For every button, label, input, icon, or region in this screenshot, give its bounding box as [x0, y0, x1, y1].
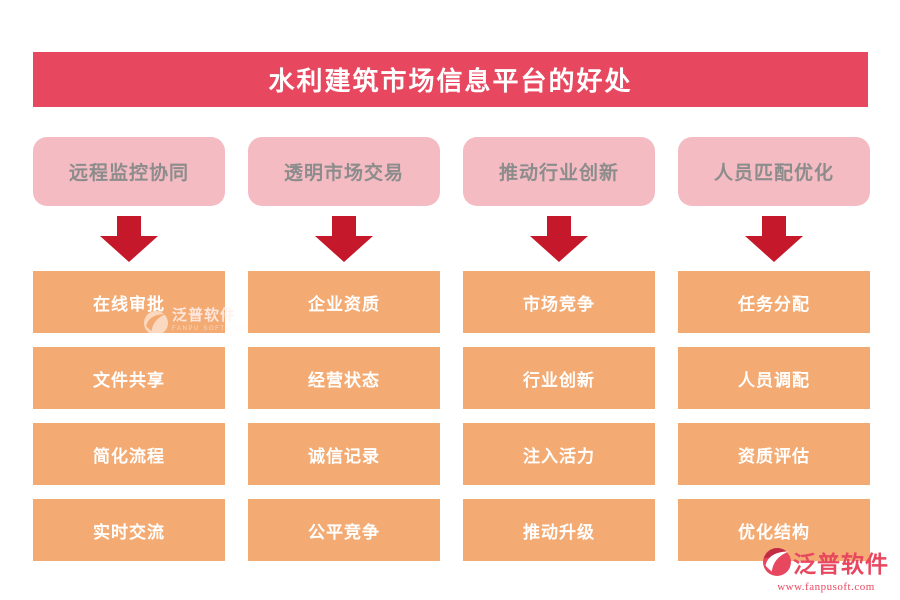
column-header: 远程监控协同: [33, 137, 225, 206]
benefit-item: 推动升级: [463, 499, 655, 561]
benefit-item: 人员调配: [678, 347, 870, 409]
watermark-text: 泛普软件 FANPU SOFTWARE: [172, 308, 250, 332]
benefit-item: 资质评估: [678, 423, 870, 485]
column-header: 透明市场交易: [248, 137, 440, 206]
benefit-columns: 远程监控协同 在线审批 文件共享 简化流程 实时交流 透明市场交易 企业资质 经…: [33, 137, 870, 561]
page-title: 水利建筑市场信息平台的好处: [268, 66, 633, 96]
benefit-item: 企业资质: [248, 271, 440, 333]
down-arrow-icon: [745, 206, 803, 271]
benefit-item: 行业创新: [463, 347, 655, 409]
benefit-item: 任务分配: [678, 271, 870, 333]
down-arrow-icon: [530, 206, 588, 271]
title-banner: 水利建筑市场信息平台的好处: [33, 52, 868, 107]
down-arrow-icon: [315, 206, 373, 271]
benefit-item: 文件共享: [33, 347, 225, 409]
brand-logo: 泛普软件 www.fanpusoft.com: [763, 545, 889, 593]
brand-url: www.fanpusoft.com: [777, 581, 875, 593]
watermark-subname: FANPU SOFTWARE: [172, 326, 250, 332]
brand-name: 泛普软件: [793, 552, 889, 577]
benefit-column-4: 人员匹配优化 任务分配 人员调配 资质评估 优化结构: [678, 137, 870, 561]
benefit-item: 实时交流: [33, 499, 225, 561]
benefit-item: 市场竞争: [463, 271, 655, 333]
brand-logo-top: 泛普软件: [763, 545, 889, 579]
benefit-item: 公平竞争: [248, 499, 440, 561]
benefit-item: 注入活力: [463, 423, 655, 485]
benefit-item: 在线审批: [33, 271, 225, 333]
fanpu-swoosh-icon: [144, 311, 168, 335]
benefit-item: 简化流程: [33, 423, 225, 485]
benefit-column-3: 推动行业创新 市场竞争 行业创新 注入活力 推动升级: [463, 137, 655, 561]
benefit-column-2: 透明市场交易 企业资质 经营状态 诚信记录 公平竞争: [248, 137, 440, 561]
fanpu-logo-icon: [763, 548, 791, 576]
benefit-column-1: 远程监控协同 在线审批 文件共享 简化流程 实时交流: [33, 137, 225, 561]
watermark-logo: 泛普软件 FANPU SOFTWARE: [144, 308, 250, 335]
watermark-name: 泛普软件: [172, 307, 237, 324]
benefit-item: 经营状态: [248, 347, 440, 409]
benefit-item: 诚信记录: [248, 423, 440, 485]
column-header: 人员匹配优化: [678, 137, 870, 206]
down-arrow-icon: [100, 206, 158, 271]
column-header: 推动行业创新: [463, 137, 655, 206]
